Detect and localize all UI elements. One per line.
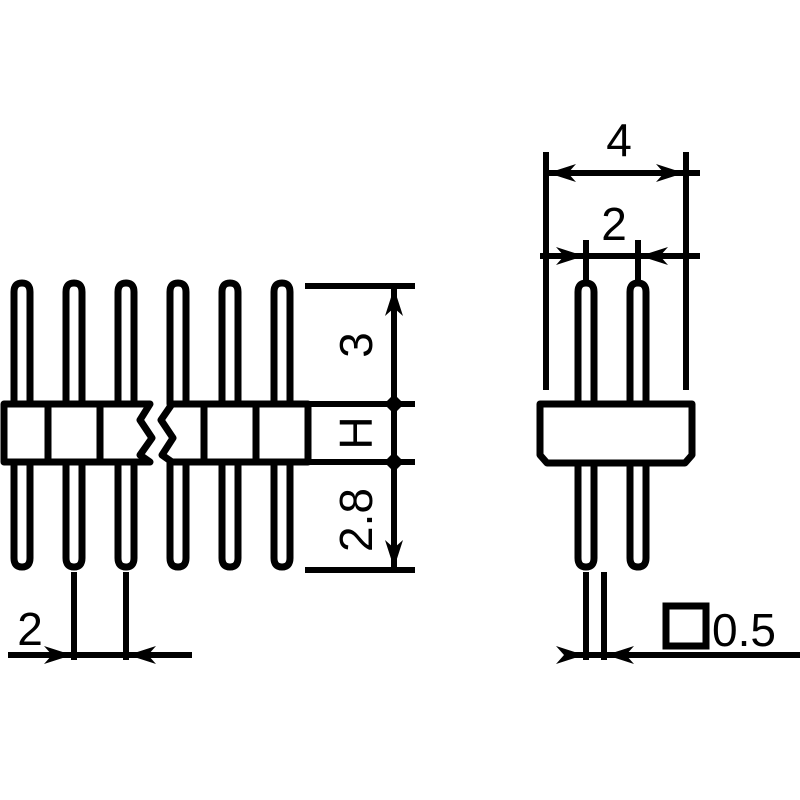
pin-lower-5: [218, 458, 242, 571]
pin-lower-4: [166, 458, 190, 571]
side-view-pitch-dimension: 2: [540, 198, 700, 280]
side-view-width-dimension: 4: [543, 114, 700, 390]
pin-lower-3: [114, 458, 138, 571]
body-block-left: [0, 400, 156, 466]
arrowhead-side-pitch-left: [556, 247, 584, 265]
pin-lower-2: [62, 458, 86, 571]
front-view-pitch-dimension: 2: [8, 572, 192, 664]
side-view-lower-pins: [574, 458, 650, 571]
dim-label-body-height: H: [330, 416, 382, 449]
dim-tick-diamond-body-top: [384, 394, 404, 414]
dim-label-pin-below-body: 2.8: [330, 488, 382, 552]
body-block-right: [157, 400, 312, 466]
arrowhead-side-pitch-right: [640, 247, 668, 265]
side-pin-lower-1: [574, 458, 598, 571]
arrowhead-pitch-left: [44, 646, 72, 664]
arrowhead-width-right: [656, 164, 684, 182]
side-view-group: 4 2 0.5: [536, 114, 800, 664]
arrowhead-down-bottom: [385, 540, 403, 568]
side-pin-upper-1: [574, 279, 598, 428]
side-pin-lower-2: [626, 458, 650, 571]
pin-upper-4: [166, 279, 190, 408]
pin-section-dimension: 0.5: [556, 572, 800, 664]
arrowhead-section-left: [556, 646, 584, 664]
side-pin-upper-2: [626, 279, 650, 428]
arrowhead-pitch-right: [128, 646, 156, 664]
pin-upper-2: [62, 279, 86, 408]
arrowhead-up-top: [385, 288, 403, 316]
pin-lower-6: [270, 458, 294, 571]
side-body-block: [536, 400, 696, 467]
dim-tick-diamond-body-bottom: [384, 452, 404, 472]
pin-upper-5: [218, 279, 242, 408]
front-view-lower-pins: [10, 458, 294, 571]
square-section-symbol-icon: [662, 602, 710, 650]
front-view-group: 3 H 2.8 2: [0, 279, 415, 664]
dim-label-pin-cross-section: 0.5: [712, 604, 776, 656]
arrowhead-width-left: [548, 164, 576, 182]
pin-lower-1: [10, 458, 34, 571]
side-view-upper-pins: [574, 279, 650, 428]
pin-upper-6: [270, 279, 294, 408]
pin-upper-3: [114, 279, 138, 408]
front-view-upper-pins: [10, 279, 294, 408]
dim-label-pin-pitch-side: 2: [601, 198, 627, 250]
body-cell-dividers: [44, 404, 260, 462]
pin-upper-1: [10, 279, 34, 408]
dim-label-body-width-side: 4: [606, 114, 632, 166]
dim-label-pin-above-body: 3: [330, 332, 382, 358]
front-view-vertical-dimensions: 3 H 2.8: [305, 283, 415, 573]
dim-label-pin-pitch-front: 2: [17, 603, 43, 655]
arrowhead-section-right: [606, 646, 634, 664]
